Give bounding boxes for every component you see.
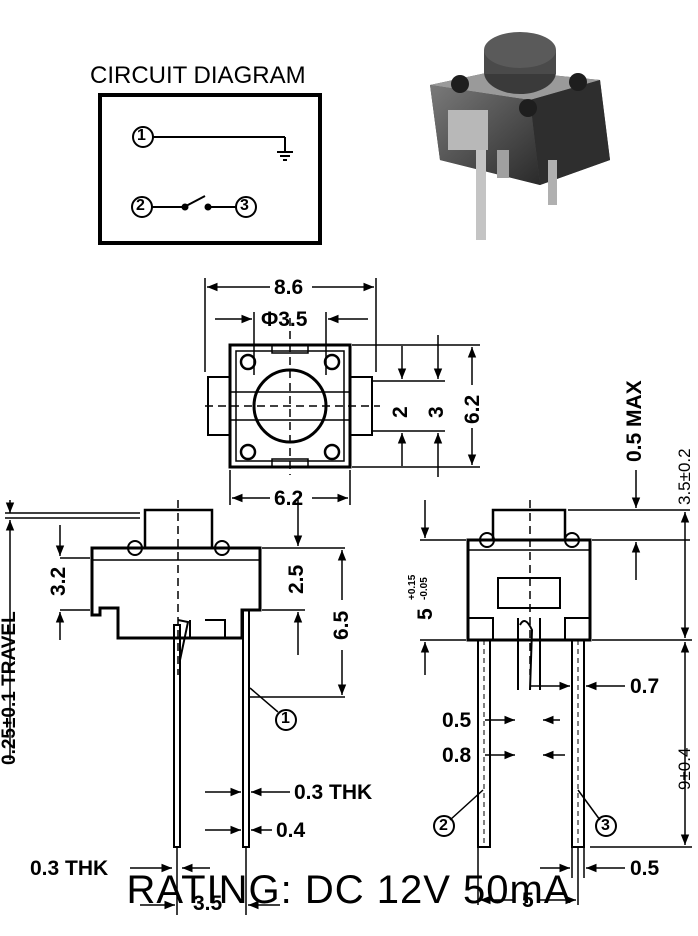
circuit-pin-3-label: 3 [240, 197, 249, 214]
dim-lead-gap: 0.7 [630, 675, 660, 698]
dim-button-diameter: Φ3.5 [261, 308, 308, 331]
dim-pin-thickness: 0.3 THK [294, 781, 373, 804]
circuit-pin-1-label: 1 [137, 127, 146, 144]
side-view [5, 500, 347, 915]
dim-tol-plus: +0.15 [407, 574, 418, 600]
dim-body-height-6-5: 6.5 [330, 610, 353, 640]
dim-travel: 0.25±0.1 TRAVEL [0, 611, 20, 765]
dim-max-height: 0.5 MAX [623, 380, 646, 462]
dim-pin-width: 0.4 [276, 819, 306, 842]
dim-pin-thickness-lower: 0.3 THK [30, 857, 109, 880]
dim-lead-thickness: 0.5 [630, 857, 660, 880]
dim-pin-spacing: 3.5 [193, 892, 223, 915]
dim-total-height: 3.5±0.2 [675, 448, 694, 505]
switch-photo [430, 32, 610, 240]
dim-tol-minus: -0.05 [419, 577, 430, 600]
circuit-diagram [98, 93, 322, 245]
dim-lead-length: 9±0.4 [675, 747, 694, 790]
dim-body-width-6-2: 6.2 [274, 487, 304, 510]
dim-width-8-6: 8.6 [274, 276, 304, 299]
dim-body-height-5: 5 [414, 608, 437, 620]
front-view [420, 470, 692, 905]
circuit-diagram-title: CIRCUIT DIAGRAM [90, 62, 306, 89]
front-pin-2-label: 2 [439, 817, 448, 834]
dim-pitch-3: 3 [425, 406, 448, 418]
dim-body-top-2-5: 2.5 [285, 564, 308, 594]
dim-lead-offset-2: 0.8 [442, 744, 472, 767]
rating-text: RATING: DC 12V 50mA [126, 868, 572, 912]
dim-actuator-3-2: 3.2 [47, 566, 70, 596]
dim-height-6-2: 6.2 [461, 394, 484, 424]
side-pin-1-label: 1 [281, 710, 290, 727]
dim-pitch-2: 2 [389, 406, 412, 418]
top-view [204, 278, 480, 505]
dim-lead-offset-1: 0.5 [442, 709, 472, 732]
front-pin-3-label: 3 [601, 817, 610, 834]
circuit-pin-2-label: 2 [136, 197, 145, 214]
dim-pin-pitch: 5 [522, 889, 534, 912]
